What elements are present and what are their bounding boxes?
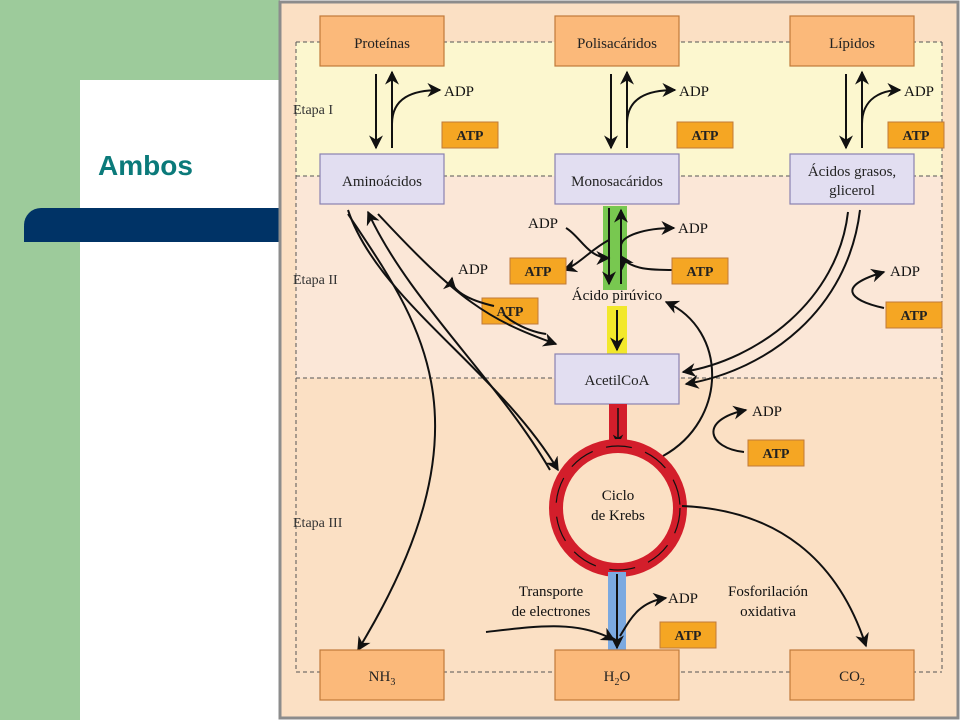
title-bar-tail [24,226,68,242]
svg-text:Polisacáridos: Polisacáridos [577,36,657,52]
stage-label-2: Etapa II [293,273,338,288]
atp-badge: ATP [887,121,945,149]
monomer-aminoacids: Aminoácidos [319,153,445,205]
stage-label-1: Etapa I [293,103,333,118]
stage-label-3: Etapa III [293,516,343,531]
stage1-arrows [369,70,902,150]
product-ammonia: NH3 [319,649,445,701]
atp-badge: ATP [676,121,734,149]
svg-text:Ciclo: Ciclo [602,488,635,504]
adp-label: ADP [890,264,920,280]
svg-text:ATP: ATP [901,309,928,324]
atp-badge: ATP [509,257,567,285]
product-carbon-dioxide: CO2 [789,649,915,701]
monomer-fatty-acids-glycerol: Ácidos grasos, glicerol [789,153,915,205]
krebs-cycle-ring: Ciclo de Krebs [549,439,687,577]
svg-text:ATP: ATP [687,265,714,280]
left-green-panel [0,0,80,720]
atp-badge: ATP [671,257,729,285]
adp-label: ADP [528,216,558,232]
svg-text:Monosacáridos: Monosacáridos [571,174,663,190]
product-water: H2O [554,649,680,701]
monomer-monosaccharides: Monosacáridos [554,153,680,205]
svg-text:Proteínas: Proteínas [354,36,410,52]
macromolecule-lipids: Lípidos [789,15,915,67]
adp-return-arrow [712,405,748,453]
adp-label: ADP [668,591,698,607]
svg-text:ATP: ATP [903,129,930,144]
acetylcoa-box: AcetilCoA [554,353,680,405]
svg-text:Ácidos grasos,: Ácidos grasos, [808,163,896,180]
electron-transport-label: de electrones [512,604,591,620]
svg-text:de Krebs: de Krebs [591,508,645,524]
svg-text:CO2: CO2 [839,669,865,688]
svg-text:H2O: H2O [604,669,631,688]
macromolecule-polysaccharides: Polisacáridos [554,15,680,67]
electron-transport-arrow [485,625,616,641]
adp-label: ADP [678,221,708,237]
krebs-to-co2-arrow [681,505,869,648]
metabolism-figure: Etapa I Etapa II Etapa III Proteínas Pol… [278,0,960,720]
adp-label: ADP [904,84,934,100]
stage2-pathways [347,209,861,652]
slide-title: Ambos [98,150,193,181]
svg-text:ATP: ATP [497,305,524,320]
svg-text:Lípidos: Lípidos [829,36,875,52]
adp-label: ADP [752,404,782,420]
macromolecule-proteins: Proteínas [319,15,445,67]
adp-return-arrow [619,592,668,637]
content-corner [80,80,140,140]
atp-badge: ATP [481,297,539,325]
svg-text:ATP: ATP [525,265,552,280]
svg-text:ATP: ATP [457,129,484,144]
atp-badge: ATP [441,121,499,149]
adp-return-arrow [851,268,886,309]
svg-text:glicerol: glicerol [829,183,875,199]
electron-transport-label: Transporte [519,584,584,600]
metabolism-diagram: Etapa I Etapa II Etapa III Proteínas Pol… [278,0,960,720]
adp-label: ADP [458,262,488,278]
oxidative-phosphorylation-label: Fosforilación [728,584,808,600]
atp-badge: ATP [747,439,805,467]
svg-text:NH3: NH3 [369,669,396,688]
svg-text:AcetilCoA: AcetilCoA [585,373,650,389]
svg-text:ATP: ATP [675,629,702,644]
glycolysis-arrows [562,208,676,286]
oxidative-phosphorylation-label: oxidativa [740,604,796,620]
pyruvate-label: Ácido pirúvico [572,287,662,304]
svg-text:ATP: ATP [692,129,719,144]
atp-badge: ATP [885,301,943,329]
top-green-panel [80,0,280,80]
glycolysis-green-arrow [603,206,627,290]
svg-text:ATP: ATP [763,447,790,462]
svg-text:Aminoácidos: Aminoácidos [342,174,422,190]
atp-badge: ATP [659,621,717,649]
adp-label: ADP [444,84,474,100]
adp-label: ADP [679,84,709,100]
